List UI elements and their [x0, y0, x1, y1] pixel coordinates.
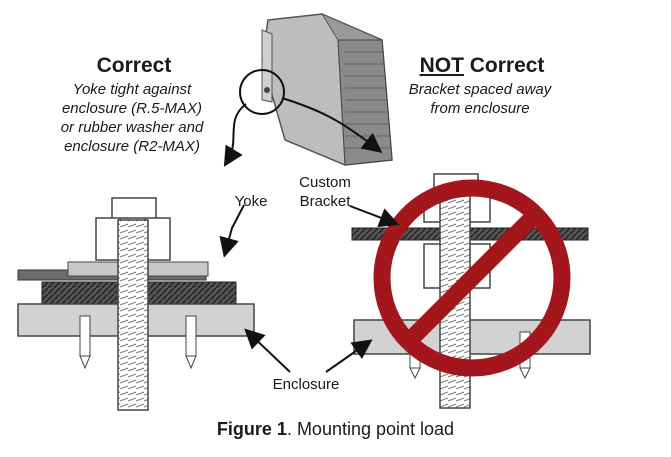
correct-desc-line3: or rubber washer and: [60, 119, 204, 136]
enclosure-leader-left: [244, 328, 291, 373]
correct-heading: Correct: [96, 54, 172, 77]
correct-desc-line2: enclosure (R.5-MAX): [61, 100, 203, 117]
not-correct-assembly: [351, 173, 591, 409]
enclosure-leader-right: [325, 339, 373, 373]
not-word: NOT: [419, 54, 464, 77]
not-correct-desc-line1: Bracket spaced away: [408, 81, 552, 98]
detail-circle: [239, 69, 285, 115]
figure-caption: Figure 1. Mounting point load: [120, 419, 551, 440]
caption-rest: . Mounting point load: [286, 419, 455, 439]
arrow-to-correct: [223, 103, 247, 167]
speaker-cabinet-icon: [239, 12, 393, 166]
arrow-to-not-correct: [281, 97, 383, 153]
correct-assembly: [17, 197, 255, 411]
yoke-leader: [219, 204, 245, 258]
caption-bold: Figure 1: [216, 419, 287, 439]
not-correct-heading: NOT Correct: [394, 54, 570, 78]
custom-bracket-label-line2: Bracket: [299, 193, 351, 210]
prohibition-sign-icon: [373, 179, 571, 377]
correct-desc-line4: enclosure (R2-MAX): [64, 138, 200, 155]
correct-word: Correct: [463, 54, 545, 77]
yoke-label: Yoke: [234, 193, 268, 210]
correct-desc-line1: Yoke tight against: [72, 81, 192, 98]
custom-bracket-label-line1: Custom: [299, 174, 351, 191]
enclosure-label: Enclosure: [272, 376, 340, 393]
bracket-leader: [349, 205, 400, 228]
not-correct-desc-line2: from enclosure: [430, 100, 530, 117]
